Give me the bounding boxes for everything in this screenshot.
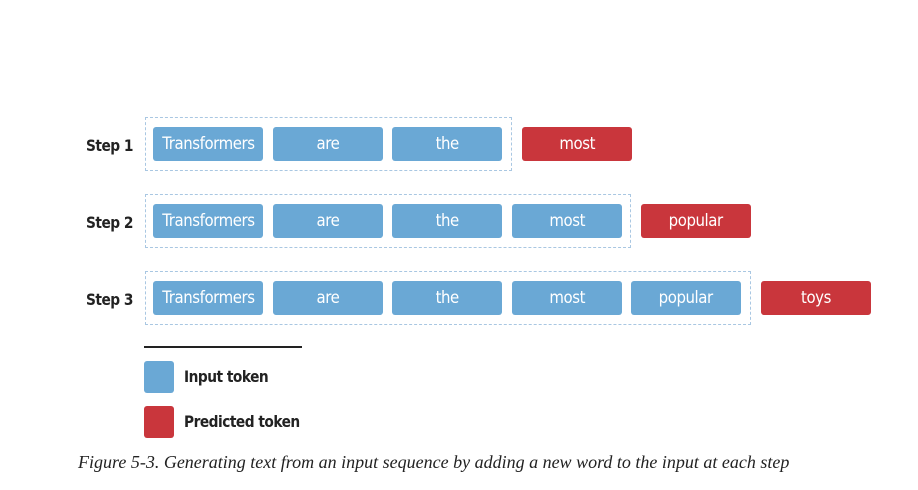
step-2-predicted-token: popular [641, 204, 751, 238]
legend-predicted-label: Predicted token [184, 412, 300, 431]
step-1-input-token: are [273, 127, 383, 161]
step-3-input-token: are [273, 281, 383, 315]
step-2-input-token: most [512, 204, 622, 238]
legend-input-swatch [144, 361, 174, 393]
step-2-input-token: are [273, 204, 383, 238]
step-3-input-group [145, 271, 751, 325]
step-1-input-token: Transformers [153, 127, 263, 161]
step-2-label: Step 2 [86, 213, 133, 232]
step-3-input-token: the [392, 281, 502, 315]
step-3-predicted-token: toys [761, 281, 871, 315]
step-2-input-token: Transformers [153, 204, 263, 238]
legend-divider [144, 346, 302, 348]
step-2-input-group [145, 194, 631, 248]
legend-predicted-swatch [144, 406, 174, 438]
step-3-label: Step 3 [86, 290, 133, 309]
legend-input-label: Input token [184, 367, 269, 386]
step-1-label: Step 1 [86, 136, 133, 155]
step-3-input-token: popular [631, 281, 741, 315]
step-1-input-token: the [392, 127, 502, 161]
step-3-input-token: most [512, 281, 622, 315]
step-1-input-group [145, 117, 512, 171]
step-3-input-token: Transformers [153, 281, 263, 315]
step-2-input-token: the [392, 204, 502, 238]
figure-caption: Figure 5-3. Generating text from an inpu… [78, 452, 790, 472]
step-1-predicted-token: most [522, 127, 632, 161]
token-generation-diagram: Step 1 Transformers are the most Step 2 … [86, 117, 871, 438]
